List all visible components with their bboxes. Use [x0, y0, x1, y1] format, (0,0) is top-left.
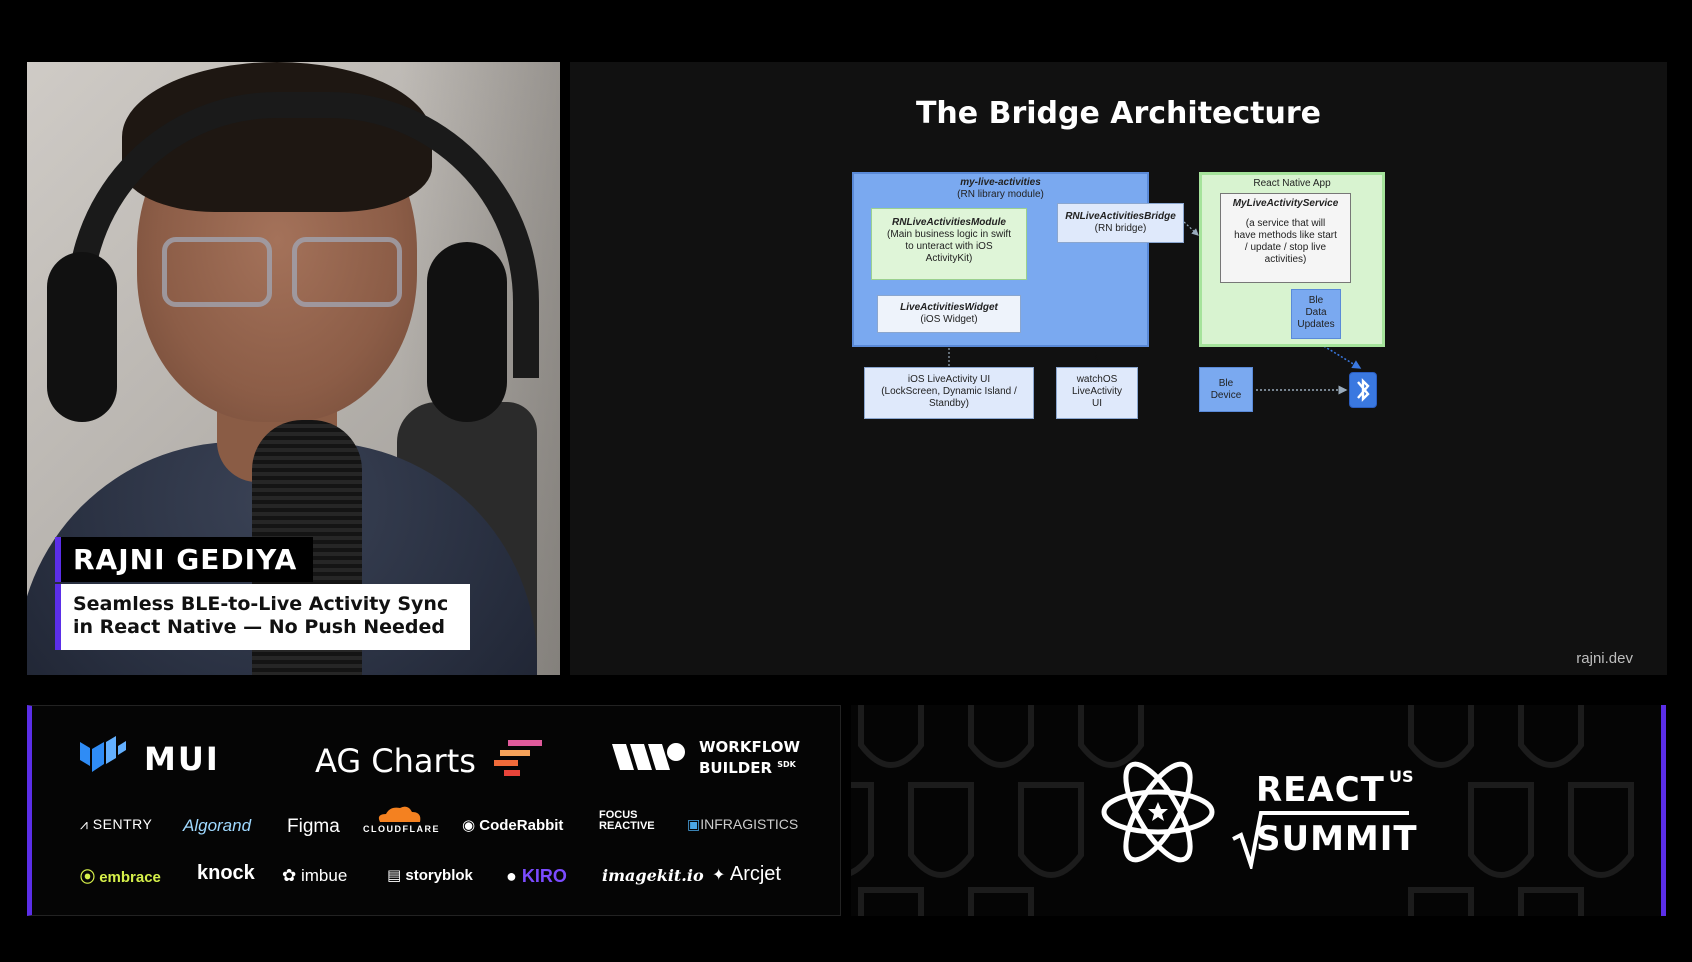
watch-ui-line-3: UI: [1092, 398, 1102, 409]
react-atom-logo-icon: [1101, 761, 1215, 863]
ios-ui-line-3: Standby): [928, 398, 970, 409]
ag-charts-logo-icon: [494, 740, 542, 776]
ble-device-line-1: Ble: [1218, 378, 1234, 389]
module-line-1: (Main business logic in swift: [887, 229, 1011, 240]
ble-data-updates-box: Ble Data Updates: [1291, 289, 1341, 339]
service-line-2: have methods like start: [1234, 230, 1337, 241]
talk-title-plate: Seamless BLE-to-Live Activity Sync in Re…: [55, 584, 470, 650]
service-line-1: (a service that will: [1245, 218, 1326, 229]
rn-module-box: RNLiveActivitiesModule (Main business lo…: [871, 208, 1027, 280]
react-native-app-label: React Native App: [1253, 178, 1331, 189]
sponsor-arcjet: ✦ Arcjet: [712, 863, 781, 886]
sponsor-imagekit: imagekit.io: [602, 866, 704, 885]
sponsor-coderabbit: ◉ CodeRabbit: [462, 816, 563, 834]
infragistics-label: INFRAGISTICS: [700, 816, 799, 832]
sentry-logo-icon: ⩘: [80, 816, 89, 832]
watch-ui-line-2: LiveActivity: [1071, 386, 1122, 397]
service-name: MyLiveActivityService: [1232, 198, 1339, 209]
sponsor-cloudflare: CLOUDFLARE: [363, 824, 440, 834]
kiro-label: KIRO: [521, 866, 567, 886]
ble-data-line-1: Ble: [1308, 295, 1324, 306]
workflow-line-2: BUILDER: [699, 759, 773, 777]
sponsor-algorand: Algorand: [183, 816, 252, 835]
module-line-3: ActivityKit): [925, 253, 973, 264]
event-branding-panel: REACT US SUMMIT: [851, 705, 1666, 916]
glasses: [162, 237, 402, 307]
arcjet-label: Arcjet: [729, 863, 781, 885]
ble-device-box: Ble Device: [1199, 367, 1253, 412]
focus-line-1: FOCUS: [599, 809, 638, 821]
event-region: US: [1389, 767, 1414, 786]
sponsor-figma: Figma: [287, 816, 340, 837]
sponsor-mui: MUI: [144, 740, 220, 778]
cloudflare-logo-icon: [378, 806, 421, 822]
module-line-2: to unteract with iOS: [905, 241, 993, 252]
speaker-video: [27, 62, 560, 675]
imbue-label: imbue: [300, 866, 348, 885]
sponsors-panel: MUI AG Charts WORKFLOW BUILDER SDK ⩘ SEN…: [27, 705, 841, 916]
sponsor-sentry: ⩘ SENTRY: [80, 816, 152, 833]
widget-subtitle: (iOS Widget): [920, 314, 978, 325]
bridge-name: RNLiveActivitiesBridge: [1065, 211, 1176, 222]
square-root-mark-icon: [1232, 811, 1409, 869]
event-name-line-2: SUMMIT: [1256, 819, 1418, 859]
live-activity-service-box: MyLiveActivityService (a service that wi…: [1220, 193, 1351, 283]
service-line-3: / update / stop live: [1244, 242, 1327, 253]
slide-footer-url: rajni.dev: [1576, 650, 1633, 667]
library-module-subtitle: (RN library module): [957, 189, 1044, 200]
library-module-name: my-live-activities: [960, 177, 1041, 188]
imbue-logo-icon: ✿: [282, 866, 297, 885]
embrace-label: embrace: [99, 869, 161, 886]
rn-bridge-box: RNLiveActivitiesBridge (RN bridge): [1057, 203, 1184, 243]
ios-live-activity-ui-box: iOS LiveActivity UI (LockScreen, Dynamic…: [864, 367, 1034, 419]
ios-ui-line-1: iOS LiveActivity UI: [907, 374, 991, 385]
ios-widget-box: LiveActivitiesWidget (iOS Widget): [877, 295, 1021, 333]
event-name-line-1: REACT: [1256, 770, 1385, 810]
infragistics-logo-icon: ▣: [687, 816, 701, 832]
slide-title: The Bridge Architecture: [915, 96, 1322, 131]
presentation-slide: The Bridge Architecture my-live-activiti…: [570, 62, 1667, 675]
sponsor-embrace: ⦿ embrace: [80, 866, 161, 887]
coderabbit-logo-icon: ◉: [462, 817, 476, 834]
watchos-live-activity-ui-box: watchOS LiveActivity UI: [1056, 367, 1138, 419]
bridge-subtitle: (RN bridge): [1094, 223, 1147, 234]
sponsor-workflow-builder: WORKFLOW BUILDER SDK: [699, 739, 800, 777]
talk-title-line-1: Seamless BLE-to-Live Activity Sync: [73, 593, 449, 615]
sponsor-infragistics: ▣INFRAGISTICS: [687, 816, 798, 833]
bluetooth-icon: [1349, 372, 1377, 408]
headphones-left-cup: [47, 252, 117, 422]
sponsor-focus-reactive: FOCUS REACTIVE: [599, 810, 655, 832]
workflow-builder-logo-icon: [612, 743, 685, 770]
service-line-4: activities): [1264, 254, 1307, 265]
workflow-line-1: WORKFLOW: [699, 738, 801, 756]
workflow-sdk: SDK: [777, 760, 796, 769]
sponsor-storyblok: ▤ storyblok: [387, 866, 473, 884]
ble-data-line-3: Updates: [1297, 319, 1335, 330]
sponsor-imbue: ✿ imbue: [282, 866, 347, 886]
embrace-logo-icon: ⦿: [80, 869, 96, 886]
focus-line-2: REACTIVE: [599, 820, 655, 832]
sentry-label: SENTRY: [92, 816, 153, 832]
coderabbit-label: CodeRabbit: [479, 817, 564, 834]
module-name: RNLiveActivitiesModule: [892, 217, 1006, 228]
speaker-name-plate: RAJNI GEDIYA: [55, 537, 314, 582]
storyblok-label: storyblok: [405, 867, 473, 884]
ble-data-line-2: Data: [1305, 307, 1327, 318]
ble-device-line-2: Device: [1210, 390, 1242, 401]
sponsor-kiro: ● KIRO: [506, 866, 567, 887]
ios-ui-line-2: (LockScreen, Dynamic Island /: [881, 386, 1017, 397]
storyblok-logo-icon: ▤: [387, 867, 402, 884]
speaker-name: RAJNI GEDIYA: [73, 543, 298, 576]
mui-logo-icon: [80, 736, 126, 772]
sponsor-ag-charts: AG Charts: [315, 742, 476, 780]
headphones-right-cup: [427, 242, 507, 422]
talk-title-line-2: in React Native — No Push Needed: [73, 616, 446, 638]
widget-name: LiveActivitiesWidget: [900, 302, 998, 313]
kiro-logo-icon: ●: [506, 866, 517, 886]
sponsor-knock: knock: [197, 862, 255, 884]
shield-pattern-background: [851, 705, 1634, 916]
watch-ui-line-1: watchOS: [1076, 374, 1118, 385]
arcjet-logo-icon: ✦: [712, 867, 726, 884]
